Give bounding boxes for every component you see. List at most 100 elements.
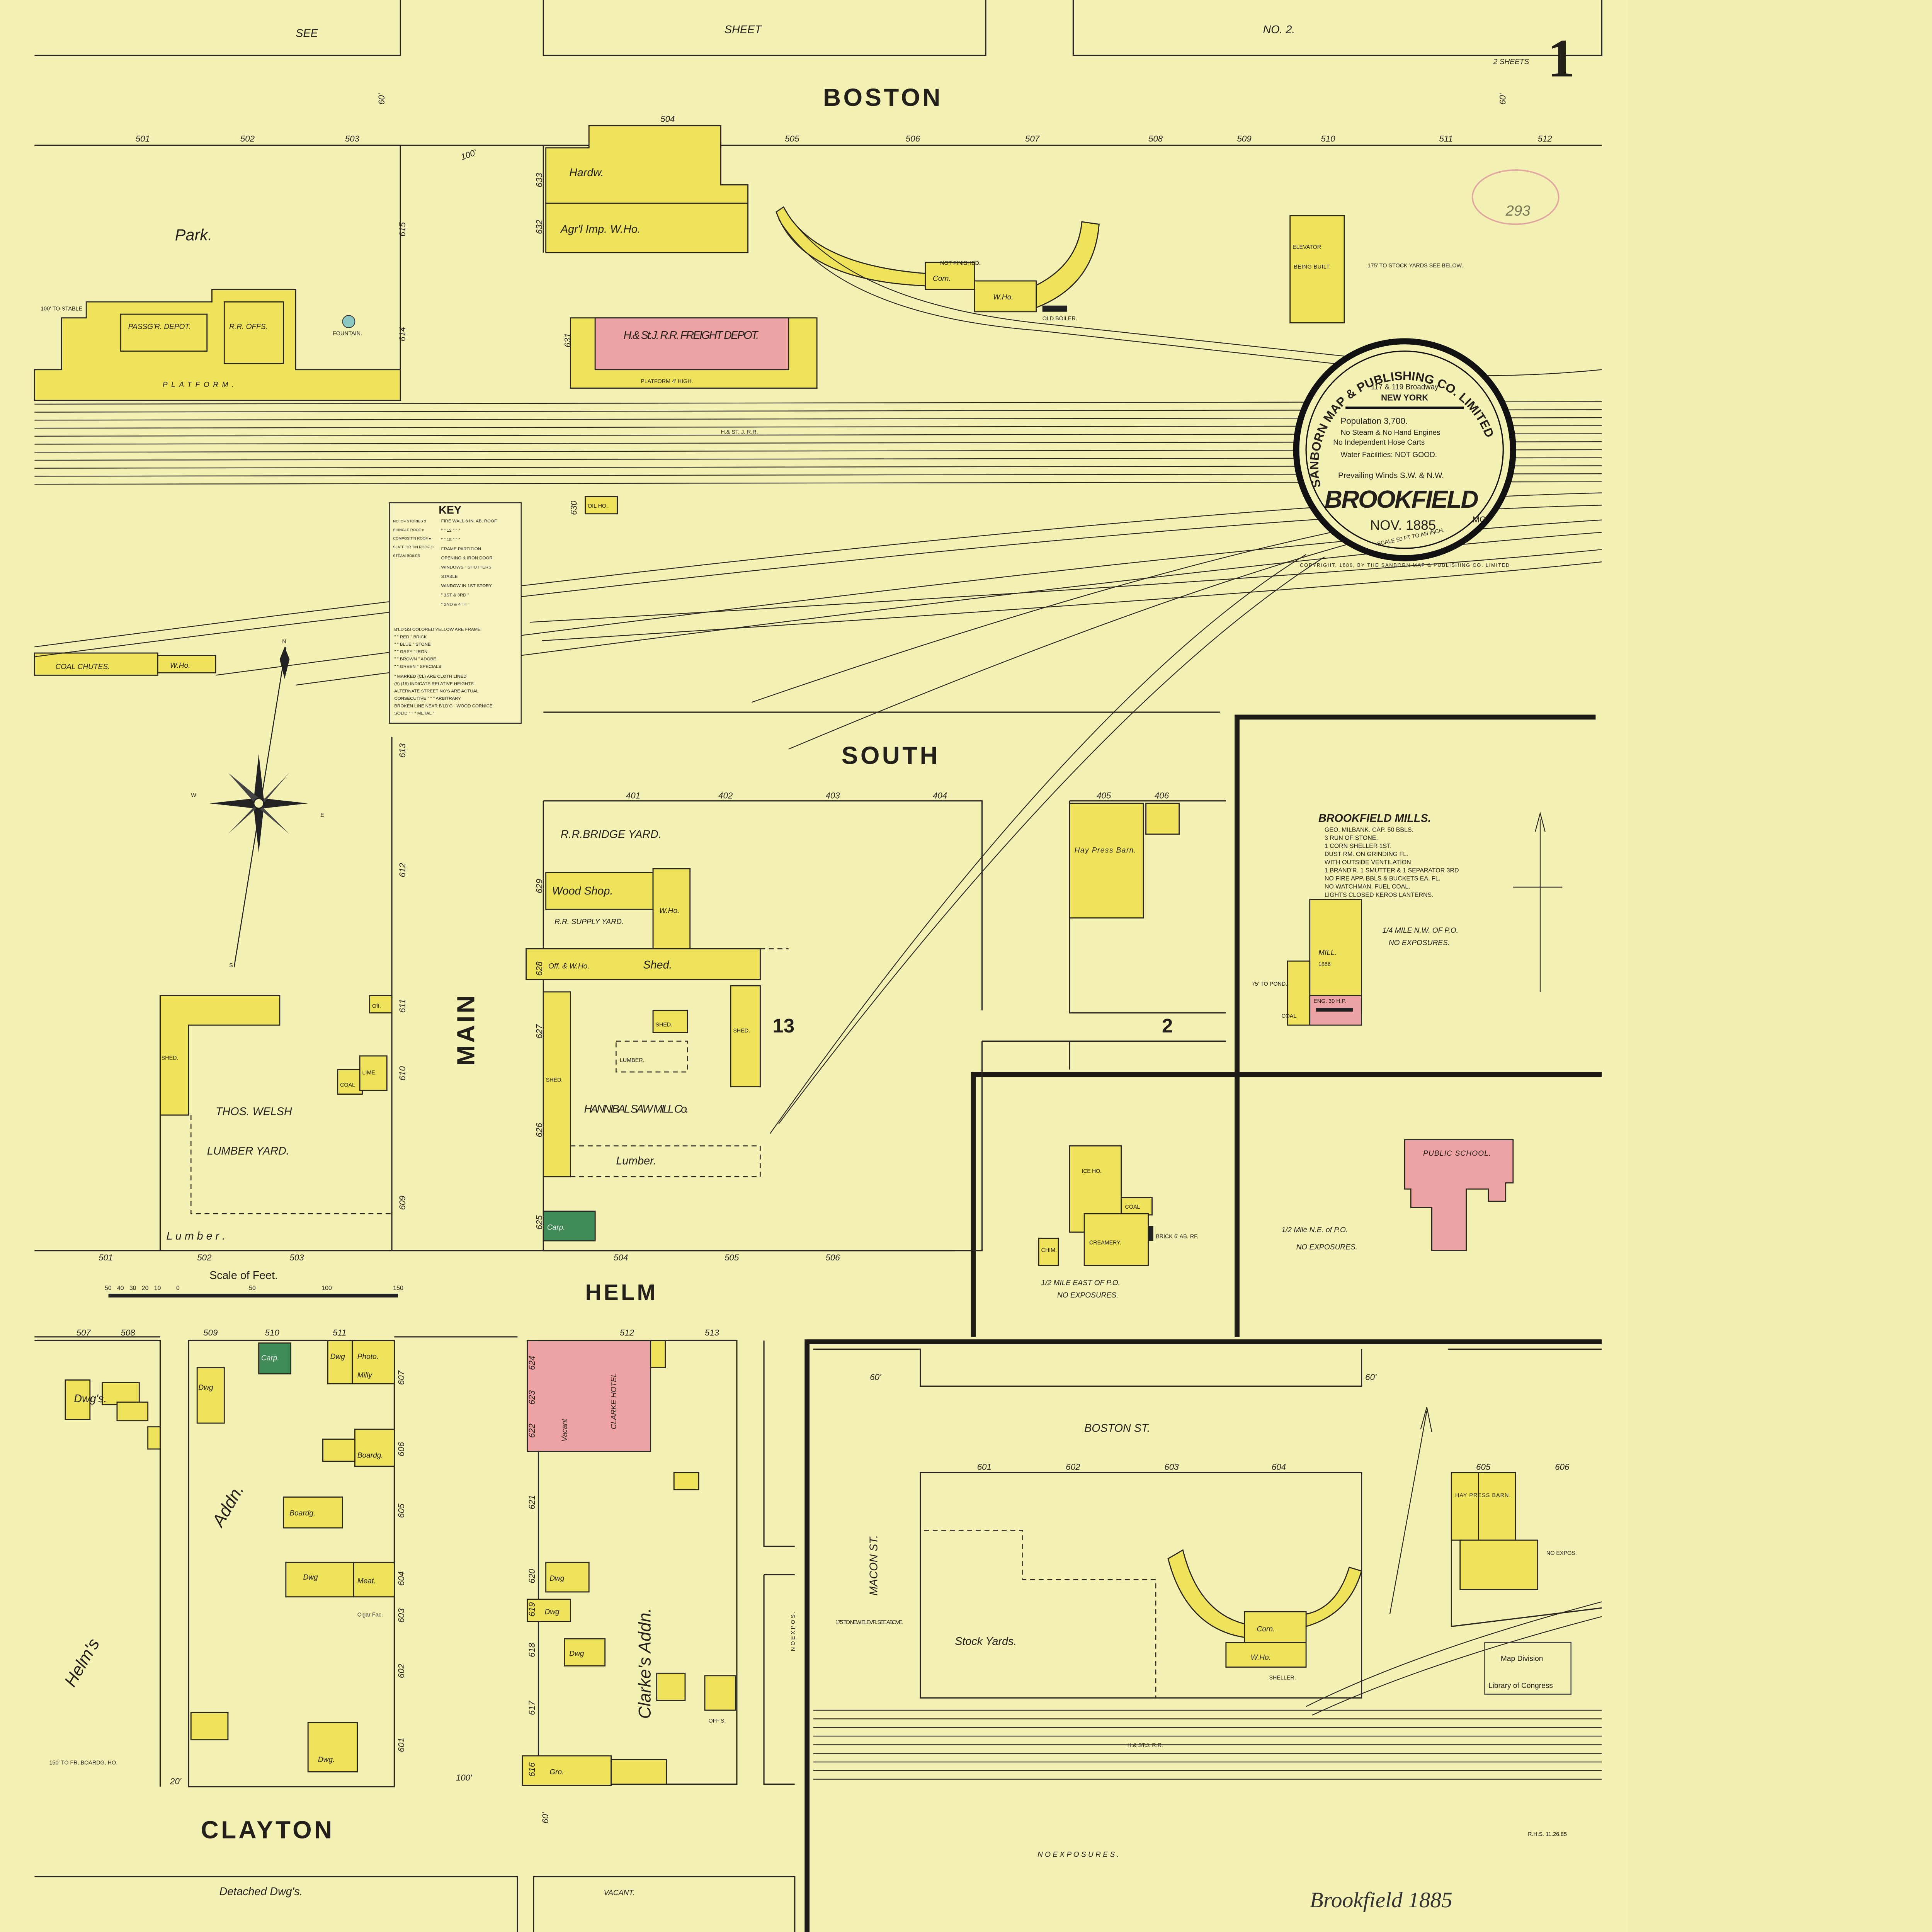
map-division-stamp: Map Division Library of Congress: [1484, 1642, 1571, 1695]
coal-chutes: COAL CHUTES.: [55, 663, 110, 671]
creamery: CREAMERY.: [1089, 1240, 1121, 1246]
key-color: " " BROWN " ADOBE: [394, 657, 436, 662]
stamp-number: 293: [1505, 202, 1531, 219]
street-number: 601: [977, 1462, 992, 1472]
scale-tick: 150: [393, 1285, 403, 1292]
street-number: 620: [527, 1569, 537, 1583]
street-number: 616: [527, 1762, 537, 1777]
street-number: 405: [1097, 791, 1111, 800]
street-number: 607: [396, 1370, 406, 1385]
clarkes-addition: CLARKE HOTEL Vacant Dwg Dwg Dwg Gro. OFF…: [522, 1340, 796, 1786]
seal-hose: No Independent Hose Carts: [1333, 439, 1425, 447]
lumber-yard-label: LUMBER YARD.: [207, 1145, 289, 1157]
compass-rose-icon: N S E W: [191, 639, 324, 969]
boarding-house-note: 150' TO FR. BOARDG. HO.: [49, 1760, 118, 1766]
chimney-note: BRICK 6' AB. RF.: [1156, 1234, 1198, 1240]
street-number: 628: [534, 961, 544, 976]
key-note: (5) (19) INDICATE RELATIVE HEIGHTS: [394, 682, 474, 686]
street-number: 512: [620, 1328, 634, 1338]
photo-studio: Photo.: [357, 1353, 379, 1361]
creamery-exposures: NO EXPOSURES.: [1057, 1291, 1118, 1299]
lumber-yard-name: THOS. WELSH: [216, 1105, 292, 1118]
south-railroad-label: H.& ST.J. R.R.: [1128, 1743, 1163, 1749]
street-number: 611: [398, 999, 407, 1013]
bridge-yard: R.R.BRIDGE YARD.: [561, 828, 662, 840]
boston-st-label: BOSTON ST.: [1084, 1422, 1150, 1434]
street-number: 605: [1476, 1462, 1491, 1472]
street-number: 609: [398, 1196, 407, 1210]
elevator: ELEVATOR: [1293, 244, 1321, 250]
key-note: ALTERNATE STREET NO'S ARE ACTUAL: [394, 689, 478, 694]
helms-dwg-4: Dwg.: [318, 1756, 335, 1764]
block-number-2: 2: [1162, 1015, 1173, 1037]
map-key: KEY FIRE WALL 6 IN. AB. ROOF" " 12 " " "…: [389, 502, 522, 724]
key-symbol: SLATE OR TIN ROOF O: [393, 545, 434, 549]
engine-note: ENG. 30 H.P.: [1313, 998, 1346, 1005]
seal-state: MO: [1473, 515, 1486, 524]
street-clayton: CLAYTON: [201, 1816, 335, 1844]
mill-label: MILL.: [1318, 949, 1337, 957]
seal-winds: Prevailing Winds S.W. & N.W.: [1338, 471, 1444, 480]
helms-addition: Dwg's. Dwg Carp. Dwg Photo. Milly Boardg…: [34, 1340, 472, 1787]
street-number: 606: [1555, 1462, 1570, 1472]
street-number: 629: [534, 879, 544, 893]
seal-copyright: COPYRIGHT, 1886, BY THE SANBORN MAP & PU…: [1300, 562, 1509, 568]
block13-warehouse: W.Ho.: [659, 907, 679, 915]
hay-press-barn: Hay Press Barn.: [1075, 847, 1136, 855]
detached-dwellings: Detached Dwg's.: [219, 1885, 303, 1898]
street-number: 510: [1321, 134, 1335, 144]
boarding-house: Boardg.: [357, 1451, 383, 1459]
street-helm: HELM: [585, 1280, 658, 1305]
key-note: " MARKED (CL) ARE CLOTH LINED: [394, 674, 466, 679]
dwellings: Dwg's.: [74, 1393, 107, 1405]
key-item: " 2ND & 4TH ": [441, 602, 469, 607]
coal-warehouse: W.Ho.: [170, 662, 190, 670]
sheet-no-label: NO. 2.: [1263, 24, 1295, 36]
school-exposures: NO EXPOSURES.: [1296, 1243, 1357, 1251]
school-location: 1/2 Mile N.E. of P.O.: [1281, 1226, 1348, 1234]
street-number: 621: [527, 1495, 537, 1509]
stable-note: 100' TO STABLE: [41, 306, 82, 312]
initials: R.H.S. 11.26.85: [1528, 1831, 1567, 1837]
seal-city: NEW YORK: [1381, 393, 1428, 402]
park-block: Park. PASSG'R. DEPOT. R.R. OFFS. FOUNTAI…: [34, 145, 401, 401]
width-60-east: 60': [1498, 93, 1508, 105]
mill-detail: WITH OUTSIDE VENTILATION: [1325, 859, 1411, 866]
lumber: Lumber.: [616, 1155, 656, 1167]
street-number: 624: [527, 1356, 537, 1370]
fountain-label: FOUNTAIN.: [333, 330, 362, 337]
brookfield-mills: BROOKFIELD MILLS. GEO. MILBANK. CAP. 50 …: [1252, 811, 1563, 1026]
being-built: BEING BUILT.: [1294, 264, 1331, 270]
sheets-count: 2 SHEETS: [1493, 58, 1529, 66]
sheller: SHELLER.: [1269, 1675, 1296, 1681]
carpenter: Carp.: [547, 1223, 565, 1231]
ice-house: ICE HO.: [1082, 1168, 1102, 1175]
seal-address: 117 & 119 Broadway: [1371, 383, 1439, 391]
mill-detail: 1 CORN SHELLER 1ST.: [1325, 843, 1392, 850]
supply-yard: R.R. SUPPLY YARD.: [554, 918, 624, 926]
street-number: 617: [527, 1700, 537, 1715]
street-number: 510: [265, 1328, 280, 1338]
school-name-1: PUBLIC SCHOOL.: [1423, 1150, 1491, 1158]
seal-engines: No Steam & No Hand Engines: [1340, 429, 1440, 437]
scale-tick: 50: [249, 1285, 256, 1292]
office-warehouse: Off. & W.Ho.: [548, 962, 590, 970]
street-number: 513: [705, 1328, 719, 1338]
map-division: Map Division: [1501, 1655, 1543, 1663]
new-elevator-note: 175' TO NEW ELEV'R. SEE ABOVE.: [835, 1619, 903, 1626]
street-number: 604: [1272, 1462, 1286, 1472]
street-number: 502: [197, 1253, 212, 1262]
seal-water: Water Facilities: NOT GOOD.: [1340, 451, 1437, 459]
seal-date: NOV. 1885: [1370, 518, 1436, 533]
agri-warehouse: Agr'l Imp. W.Ho.: [560, 223, 641, 236]
cigar-factory: Cigar Fac.: [357, 1612, 383, 1618]
creamery-location: 1/2 MILE EAST OF P.O.: [1041, 1279, 1120, 1287]
old-boiler-icon: [1042, 305, 1067, 312]
no-exposures: N O E X P O S U R E S .: [1037, 1850, 1119, 1859]
key-item: WINDOW IN 1ST STORY: [441, 583, 492, 588]
key-color: " " GREY " IRON: [394, 650, 427, 654]
offices: OFF'S.: [709, 1718, 726, 1724]
street-number: 401: [626, 791, 640, 800]
